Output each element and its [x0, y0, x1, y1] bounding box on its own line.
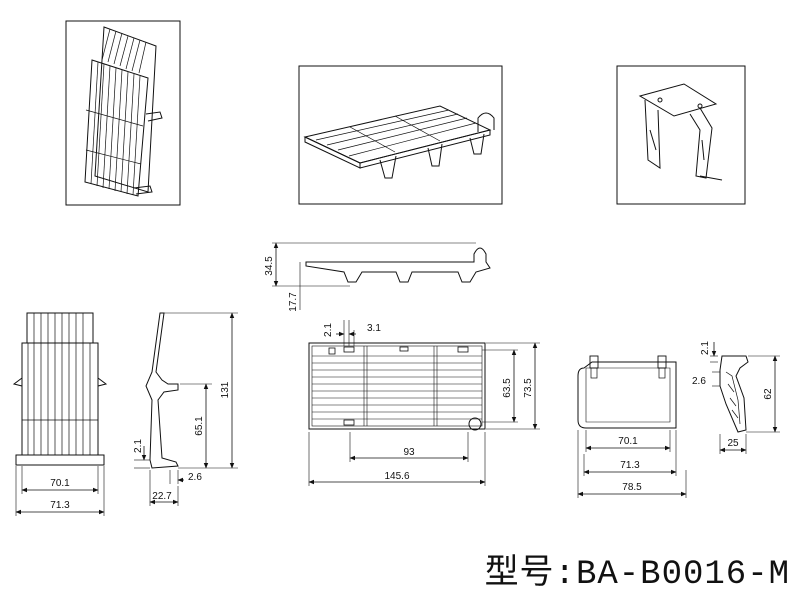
dim-top-center-width: 93 — [403, 447, 415, 458]
preview-tray-frame — [298, 65, 503, 205]
preview-front-frame — [65, 20, 181, 206]
tray-isometric-icon — [303, 105, 495, 179]
bracket-front-view — [577, 355, 677, 429]
dim-top-slot-a: 2.1 — [323, 323, 334, 337]
bracket-side-dimensions — [710, 342, 780, 454]
dim-profile-mid: 65.1 — [194, 416, 205, 436]
dim-bracket-side-depth: 25 — [727, 438, 739, 449]
side-view-tray: 34.5 17.7 — [264, 242, 491, 312]
profile-view — [145, 312, 179, 469]
dim-profile-gap: 2.1 — [133, 439, 144, 453]
bracket-side-view — [719, 355, 749, 433]
front-view-grille — [12, 312, 108, 466]
grille-isometric-icon — [84, 26, 163, 197]
dim-top-slot-b: 3.1 — [367, 323, 381, 334]
dim-profile-total: 131 — [220, 381, 231, 398]
dim-bracket-side-height: 62 — [763, 388, 774, 400]
dim-side-foot: 17.7 — [288, 292, 299, 312]
dim-top-height-outer: 73.5 — [523, 378, 534, 398]
model-number-label: 型号:BA-B0016-M — [484, 556, 790, 594]
bracket-isometric-icon — [638, 83, 723, 181]
dim-front-inner: 70.1 — [50, 478, 70, 489]
top-view-dimensions — [308, 320, 540, 486]
dim-bracket-side-offset: 2.6 — [692, 376, 706, 387]
dim-profile-base: 22.7 — [152, 491, 172, 502]
dim-bracket-inner: 70.1 — [618, 436, 638, 447]
top-view-tray — [308, 342, 486, 431]
front-view-dimensions — [15, 466, 105, 516]
dim-side-height: 34.5 — [264, 256, 275, 276]
preview-bracket-frame — [616, 65, 746, 205]
dim-top-total-width: 145.6 — [384, 471, 409, 482]
bracket-front-dimensions — [577, 430, 687, 498]
profile-view-dimensions — [134, 312, 238, 506]
dim-front-outer: 71.3 — [50, 500, 70, 511]
dim-bracket-mid: 71.3 — [620, 460, 640, 471]
dim-bracket-outer: 78.5 — [622, 482, 642, 493]
dim-profile-offset: 2.6 — [188, 472, 202, 483]
dim-bracket-side-gap: 2.1 — [700, 341, 711, 355]
dim-top-height-inner: 63.5 — [502, 378, 513, 398]
